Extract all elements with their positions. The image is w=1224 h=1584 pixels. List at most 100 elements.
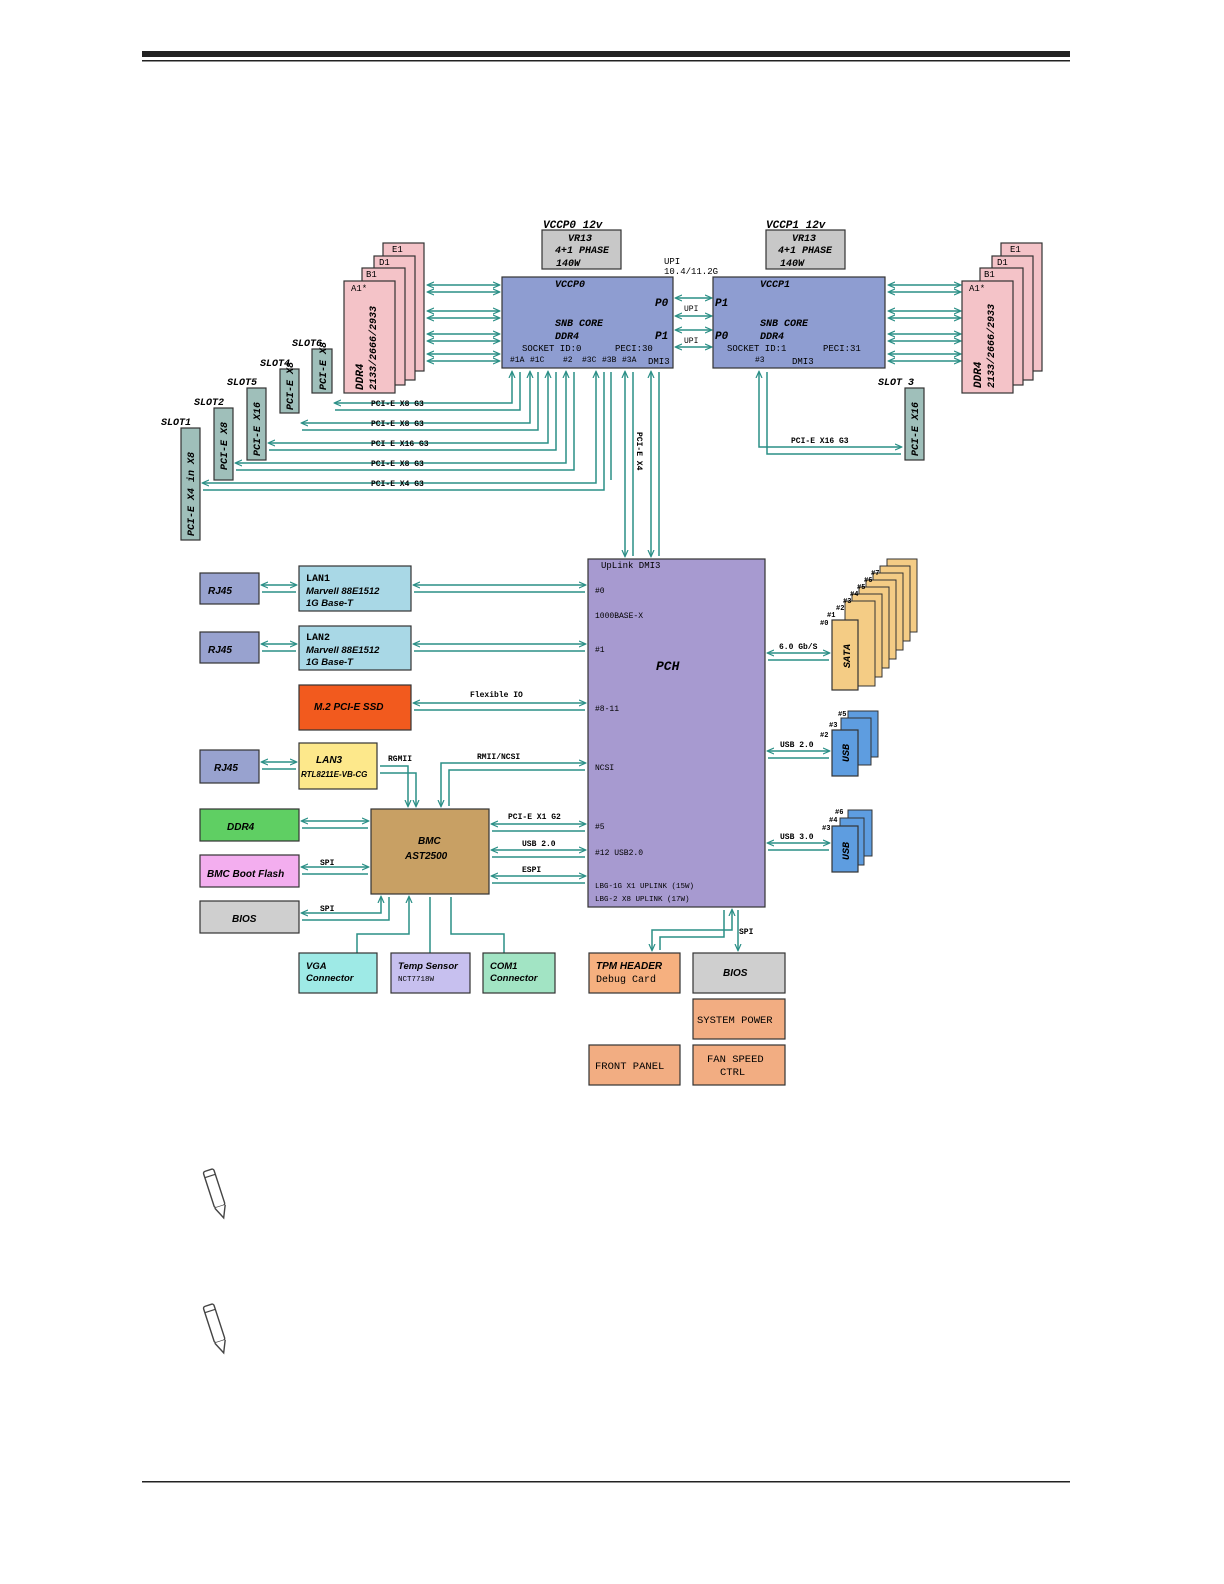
svg-text:#3C: #3C — [582, 356, 597, 365]
svg-text:E1: E1 — [1010, 245, 1021, 255]
cpu0: VCCP0 P0 SNB CORE P1 DDR4 SOCKET ID:0 PE… — [501, 276, 674, 369]
svg-text:#7: #7 — [871, 570, 879, 578]
svg-text:USB 3.0: USB 3.0 — [780, 833, 814, 842]
svg-text:#3A: #3A — [622, 356, 637, 365]
svg-text:6.0 Gb/S: 6.0 Gb/S — [779, 643, 818, 652]
svg-text:#1C: #1C — [530, 356, 545, 365]
svg-text:#2: #2 — [563, 356, 573, 365]
usb2-stack: USB #2 #3 #5 USB 2.0 — [768, 710, 879, 777]
svg-text:RJ45: RJ45 — [208, 586, 232, 597]
svg-text:PCI-E X8 G3: PCI-E X8 G3 — [371, 400, 424, 409]
svg-text:SLOT6: SLOT6 — [292, 339, 322, 350]
svg-text:TPM HEADER: TPM HEADER — [596, 961, 663, 972]
cpu1: VCCP1 P1 SNB CORE P0 DDR4 SOCKET ID:1 PE… — [712, 276, 886, 369]
svg-text:1000BASE-X: 1000BASE-X — [595, 612, 643, 621]
svg-text:RJ45: RJ45 — [208, 645, 232, 656]
svg-text:Marvell 88E1512: Marvell 88E1512 — [306, 645, 380, 656]
svg-text:UpLink DMI3: UpLink DMI3 — [601, 561, 660, 571]
svg-text:#3: #3 — [822, 825, 830, 833]
svg-text:SPI: SPI — [739, 928, 754, 937]
svg-text:1G Base-T: 1G Base-T — [306, 657, 354, 668]
svg-text:DDR4: DDR4 — [973, 361, 985, 388]
svg-text:#1A: #1A — [510, 356, 525, 365]
svg-text:#6: #6 — [835, 809, 843, 817]
svg-text:D1: D1 — [997, 258, 1008, 268]
lan2-group: RJ45 LAN2 Marvell 88E1512 1G Base-T — [199, 625, 585, 671]
bmc-peripherals: VGA Connector Temp Sensor NCT7718W COM1 … — [298, 897, 556, 994]
svg-text:4+1 PHASE: 4+1 PHASE — [778, 246, 833, 257]
svg-text:PCI-E X8: PCI-E X8 — [220, 422, 231, 470]
svg-text:SLOT2: SLOT2 — [194, 398, 224, 409]
svg-text:RTL8211E-VB-CG: RTL8211E-VB-CG — [301, 770, 367, 779]
svg-text:B1: B1 — [984, 270, 995, 280]
svg-text:LAN3: LAN3 — [316, 755, 343, 766]
footer-rule — [142, 1481, 1070, 1483]
cpu1-pcie-bus — [759, 372, 901, 455]
svg-text:A1*: A1* — [351, 284, 367, 294]
svg-text:SNB CORE: SNB CORE — [555, 319, 604, 330]
svg-text:AST2500: AST2500 — [404, 851, 448, 862]
dmi-link — [625, 372, 660, 556]
svg-text:Debug Card: Debug Card — [596, 974, 656, 986]
cpu1-bus-label: PCI-E X16 G3 — [791, 437, 849, 446]
svg-text:P0: P0 — [655, 298, 669, 310]
svg-text:P0: P0 — [715, 331, 729, 343]
svg-text:VR13: VR13 — [792, 234, 816, 245]
svg-text:4+1 PHASE: 4+1 PHASE — [555, 246, 610, 257]
svg-text:Flexible IO: Flexible IO — [470, 691, 523, 700]
svg-text:10.4/11.2G: 10.4/11.2G — [664, 267, 718, 277]
bmc-group: BMC AST2500 DDR4 BMC Boot Flash BIOS SPI… — [199, 808, 585, 934]
svg-text:#0: #0 — [820, 620, 828, 628]
pch: UpLink DMI3 PCH #0 1000BASE-X #1 #8-11 N… — [587, 558, 766, 908]
svg-text:1G Base-T: 1G Base-T — [306, 598, 354, 609]
svg-text:RJ45: RJ45 — [214, 763, 238, 774]
svg-text:Connector: Connector — [490, 973, 539, 984]
svg-text:COM1: COM1 — [490, 961, 517, 972]
svg-text:P1: P1 — [715, 298, 728, 310]
svg-text:SLOT5: SLOT5 — [227, 378, 257, 389]
svg-text:SYSTEM POWER: SYSTEM POWER — [697, 1015, 773, 1027]
svg-text:A1*: A1* — [969, 284, 985, 294]
svg-text:P1: P1 — [655, 331, 668, 343]
svg-text:DDR4: DDR4 — [555, 332, 579, 343]
svg-text:SLOT1: SLOT1 — [161, 418, 191, 429]
svg-text:B1: B1 — [366, 270, 377, 280]
svg-text:PCI-E X8 G3: PCI-E X8 G3 — [371, 460, 424, 469]
svg-text:2133/2666/2933: 2133/2666/2933 — [986, 304, 998, 388]
svg-text:Connector: Connector — [306, 973, 355, 984]
lan1-group: RJ45 LAN1 Marvell 88E1512 1G Base-T — [199, 565, 585, 612]
svg-text:#3: #3 — [843, 598, 851, 606]
svg-text:#2: #2 — [836, 605, 844, 613]
cpu1-dimms: E1 D1 B1 A1* DDR4 2133/2666/2933 — [961, 242, 1043, 394]
svg-text:140W: 140W — [556, 259, 581, 270]
svg-text:#8-11: #8-11 — [595, 705, 619, 714]
svg-text:PCI-E X8 G3: PCI-E X8 G3 — [371, 420, 424, 429]
svg-text:FAN SPEED: FAN SPEED — [707, 1054, 764, 1066]
svg-text:SATA: SATA — [843, 644, 854, 668]
svg-text:DMI3: DMI3 — [648, 357, 670, 367]
svg-text:E1: E1 — [392, 245, 403, 255]
svg-text:BMC Boot Flash: BMC Boot Flash — [207, 869, 284, 880]
svg-text:#1: #1 — [827, 612, 835, 620]
svg-text:CTRL: CTRL — [720, 1067, 745, 1079]
svg-text:SLOT4: SLOT4 — [260, 359, 290, 370]
header-rule-thick — [142, 51, 1070, 57]
svg-text:VR13: VR13 — [568, 234, 592, 245]
svg-text:PCI-E X4 G3: PCI-E X4 G3 — [371, 480, 424, 489]
svg-text:D1: D1 — [379, 258, 390, 268]
svg-text:DDR4: DDR4 — [760, 332, 784, 343]
svg-text:140W: 140W — [780, 259, 805, 270]
svg-text:UPI: UPI — [684, 337, 698, 346]
cpu0-pcie-buses — [203, 372, 612, 491]
svg-text:PECI:31: PECI:31 — [823, 344, 861, 354]
svg-text:#4: #4 — [850, 591, 858, 599]
svg-text:BIOS: BIOS — [723, 968, 748, 979]
svg-text:#5: #5 — [857, 584, 865, 592]
svg-text:SNB CORE: SNB CORE — [760, 319, 809, 330]
svg-text:PCI-E X4 in X8: PCI-E X4 in X8 — [186, 452, 198, 536]
svg-text:DMI3: DMI3 — [792, 357, 814, 367]
pch-bottom-peripherals: SPI TPM HEADER Debug Card BIOS SYSTEM PO… — [588, 910, 786, 1086]
header-rule-thin — [142, 60, 1070, 62]
svg-text:#5: #5 — [838, 711, 846, 719]
sata-stack: SATA #0 #1 #2 #3 #4 #5 #6 #7 6.0 Gb/S — [768, 558, 918, 691]
